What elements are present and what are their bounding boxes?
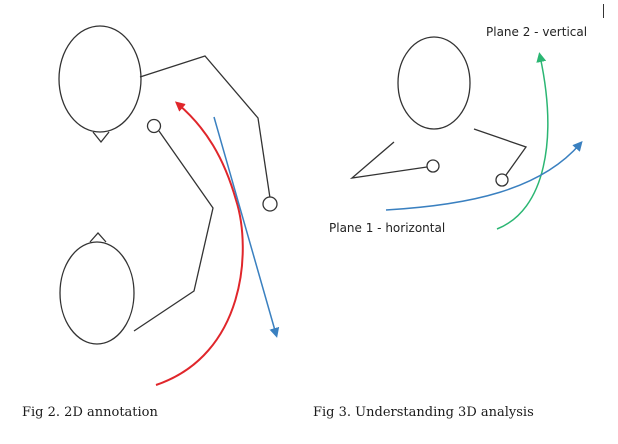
fig3-right-hand — [495, 173, 509, 187]
fig2-top-nose — [92, 131, 110, 144]
fig3-right-arm — [473, 128, 528, 176]
fig2-top-head — [58, 25, 142, 133]
corner-mark — [603, 4, 604, 18]
fig3-left-hand — [426, 159, 440, 173]
fig3-green-arrow — [496, 52, 549, 230]
fig2-red-arrow — [155, 101, 244, 386]
fig3-caption: Fig 3. Understanding 3D analysis — [313, 405, 534, 420]
fig3-blue-arrow — [385, 140, 583, 211]
fig2-top-hand — [262, 196, 278, 212]
fig2-diagram — [58, 25, 280, 386]
fig2-blue-arrow — [213, 116, 280, 338]
fig2-caption: Fig 2. 2D annotation — [22, 405, 158, 420]
plane1-label: Plane 1 - horizontal — [329, 221, 446, 235]
fig3-head — [397, 36, 471, 130]
plane2-label: Plane 2 - vertical — [486, 25, 588, 39]
fig2-bottom-nose — [89, 232, 107, 243]
fig3-left-arm — [349, 141, 428, 179]
fig2-top-arm — [139, 55, 271, 199]
fig2-bottom-head — [59, 241, 135, 345]
fig2-bottom-hand — [146, 118, 162, 134]
fig2-bottom-arm — [133, 130, 214, 332]
fig3-diagram — [349, 36, 583, 230]
